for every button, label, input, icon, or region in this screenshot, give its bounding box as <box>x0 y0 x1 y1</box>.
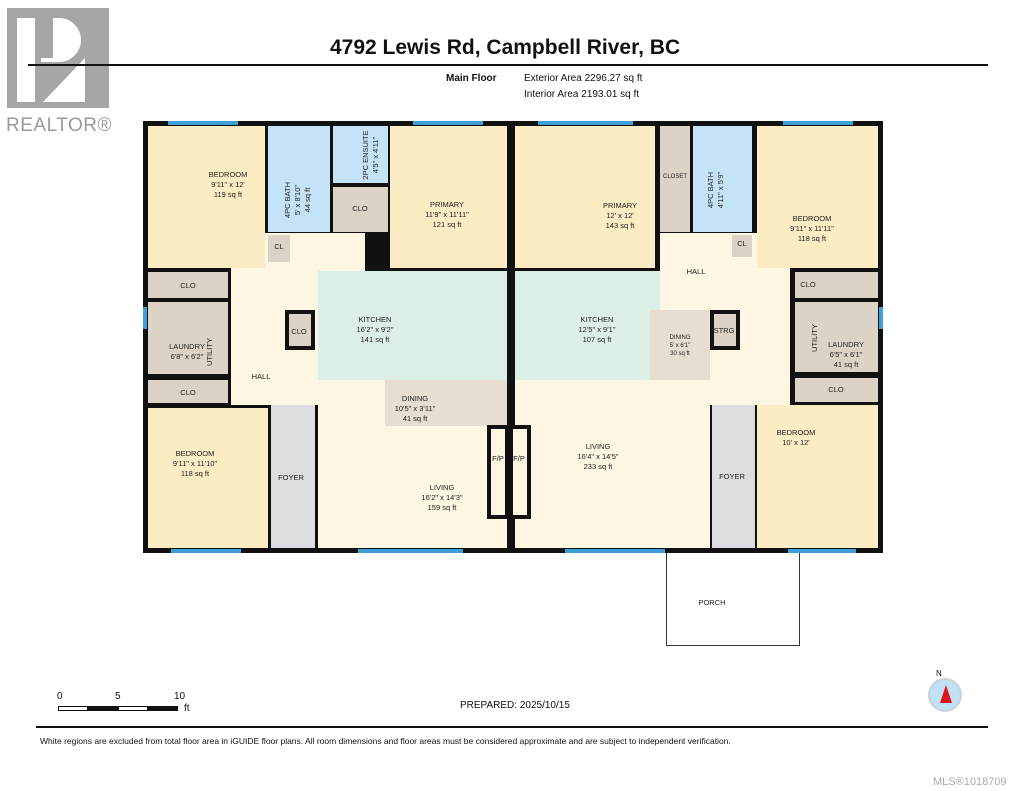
room-label: UTILITY <box>205 338 214 366</box>
room-label: PORCH <box>698 598 726 607</box>
room-label: CLO <box>800 280 816 289</box>
room-label: CLOSET <box>662 174 688 180</box>
interior-area: Interior Area 2193.01 sq ft <box>524 89 640 100</box>
scale-bar-segment <box>148 706 178 711</box>
room-primary-right <box>515 126 655 268</box>
room-cl-right <box>732 235 752 257</box>
room-label: F/P <box>492 454 504 463</box>
window <box>538 121 633 125</box>
room-closet-right <box>660 126 690 232</box>
mls-number: MLS®1018709 <box>933 776 1007 788</box>
window <box>565 549 665 553</box>
divider <box>28 64 988 66</box>
room-bedroom-br <box>757 405 878 548</box>
scale-tick: 10 <box>174 691 186 702</box>
floor-name: Main Floor <box>446 73 497 84</box>
room-label: CLO <box>291 327 307 336</box>
room-bedroom-bl <box>148 408 268 548</box>
room-label: UTILITY <box>810 324 819 352</box>
room-label: CLO <box>352 204 368 213</box>
room-foyer-left <box>271 405 315 548</box>
window <box>171 549 241 553</box>
room-label: FOYER <box>278 473 304 482</box>
room-label: F/P <box>513 454 525 463</box>
window <box>879 307 883 329</box>
window <box>413 121 483 125</box>
room-closet <box>795 272 878 298</box>
window <box>358 549 463 553</box>
room-storage <box>710 310 740 350</box>
room-primary-left <box>390 126 507 268</box>
realtor-logo <box>7 8 109 108</box>
room-laundry-left <box>148 302 228 374</box>
room-bath-right <box>693 126 752 232</box>
room-label: HALL <box>251 372 271 381</box>
window <box>168 121 238 125</box>
disclaimer: White regions are excluded from total fl… <box>40 736 731 746</box>
room-label: CLO <box>180 281 196 290</box>
room-laundry-right <box>795 302 878 372</box>
room-bedroom-tr <box>757 126 878 268</box>
compass-north-icon <box>928 678 962 712</box>
room-closet <box>285 310 315 350</box>
room-label: STRG <box>713 326 735 335</box>
room-closet <box>148 272 228 298</box>
prepared-date: PREPARED: 2025/10/15 <box>460 700 570 711</box>
fireplace-left <box>487 425 509 519</box>
compass-label: N <box>936 669 942 678</box>
window <box>783 121 853 125</box>
room-label: CLO <box>828 385 844 394</box>
scale-unit: ft <box>184 703 190 714</box>
room-closet <box>333 187 388 232</box>
scale-bar-segment <box>88 706 118 711</box>
window <box>788 549 856 553</box>
room-bath-left <box>268 126 330 232</box>
divider <box>36 726 988 728</box>
room-label: CLO <box>180 388 196 397</box>
window <box>143 307 147 329</box>
room-closet <box>148 380 228 403</box>
fireplace-right <box>509 425 531 519</box>
room-label: CL <box>274 242 284 251</box>
scale-bar-segment <box>58 706 88 711</box>
room-ensuite <box>333 126 388 183</box>
realtor-wordmark: REALTOR® <box>6 115 112 136</box>
scale-tick: 5 <box>115 691 121 702</box>
floor-plan-rooms <box>143 121 883 553</box>
scale-bar-segment <box>118 706 148 711</box>
room-cl-left <box>268 235 290 262</box>
room-dining-right <box>650 310 710 380</box>
exterior-area: Exterior Area 2296.27 sq ft <box>524 73 643 84</box>
room-label: CL <box>737 239 747 248</box>
room-foyer-right <box>712 405 755 548</box>
room-bedroom-tl <box>148 126 265 268</box>
room-closet <box>795 378 878 402</box>
room-kitchen-right <box>515 271 660 380</box>
room-living-right <box>515 380 710 548</box>
room-kitchen-left <box>318 271 507 380</box>
scale-tick: 0 <box>57 691 63 702</box>
room-label: HALL <box>686 267 706 276</box>
room-label: FOYER <box>719 472 745 481</box>
room-dining-left <box>385 380 507 426</box>
porch <box>666 553 800 646</box>
